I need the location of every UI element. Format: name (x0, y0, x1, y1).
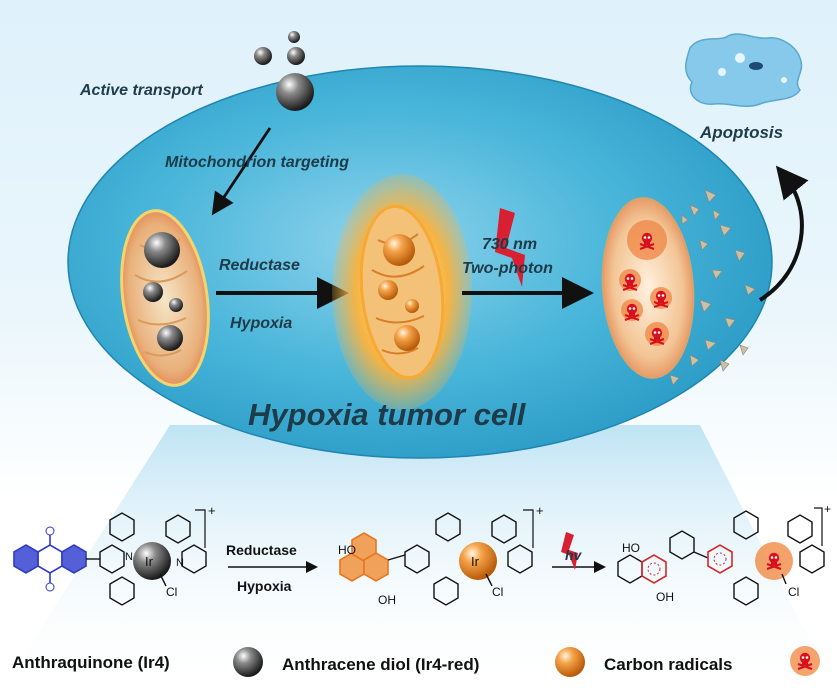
charge-2: + (536, 503, 544, 518)
label-active-transport: Active transport (79, 82, 203, 99)
charge-3: + (824, 502, 831, 516)
molecule-ir4 (13, 512, 207, 606)
legend-anthracene-diol: Anthracene diol (Ir4-red) (282, 655, 479, 674)
legend-orange-sphere (555, 647, 585, 677)
legend-gray-sphere (233, 647, 263, 677)
bracket-3 (814, 507, 823, 546)
ho-label-1: HO (338, 543, 356, 557)
scheme-reductase: Reductase (226, 542, 297, 558)
targeting-arrow (211, 127, 272, 216)
ir-label-1: Ir (145, 554, 154, 569)
label-reductase: Reductase (219, 257, 300, 274)
mitochondrion-loaded (120, 209, 210, 387)
bracket-1 (195, 509, 206, 548)
hv-lightning-icon (561, 532, 578, 570)
cl-label-2: Cl (492, 585, 503, 599)
label-wavelength: 730 nm (482, 236, 537, 253)
cl-label-1: Cl (166, 585, 177, 599)
charge-1: + (208, 503, 216, 518)
debris (669, 189, 756, 386)
sphere-large (276, 73, 314, 111)
apoptotic-cell-icon (685, 33, 803, 107)
apoptosis-arrow (758, 165, 809, 302)
bracket-2 (523, 509, 534, 548)
molecule-ir4-red (339, 512, 533, 606)
scheme-hv: hv (565, 547, 583, 563)
n-label-2: N (176, 557, 184, 569)
legend-anthraquinone: Anthraquinone (Ir4) (12, 653, 170, 672)
cell-title: Hypoxia tumor cell (248, 397, 527, 432)
oh-label-2: OH (656, 590, 674, 604)
mitochondrion-activated (332, 174, 472, 410)
sphere-small-2 (288, 31, 300, 43)
sphere-small-3 (287, 47, 305, 65)
oh-label-1: OH (378, 593, 396, 607)
label-two-photon: Two-photon (462, 260, 553, 277)
light-cone (0, 425, 837, 693)
label-apoptosis: Apoptosis (699, 123, 783, 142)
scheme-hypoxia: Hypoxia (237, 578, 292, 594)
label-hypoxia: Hypoxia (230, 315, 292, 332)
legend-carbon-radicals: Carbon radicals (604, 655, 733, 674)
mitochondrion-damaged (601, 197, 695, 379)
label-mitochondrion-targeting: Mitochondrion targeting (165, 154, 349, 171)
cl-label-3: Cl (788, 585, 799, 599)
n-label-1: N (125, 551, 133, 563)
ir-label-2: Ir (471, 554, 480, 569)
legend-skull-icon (790, 646, 820, 676)
lightning-bolt-icon (495, 208, 525, 287)
molecule-radical (617, 510, 825, 606)
sphere-small-1 (254, 47, 272, 65)
ho-label-2: HO (622, 541, 640, 555)
